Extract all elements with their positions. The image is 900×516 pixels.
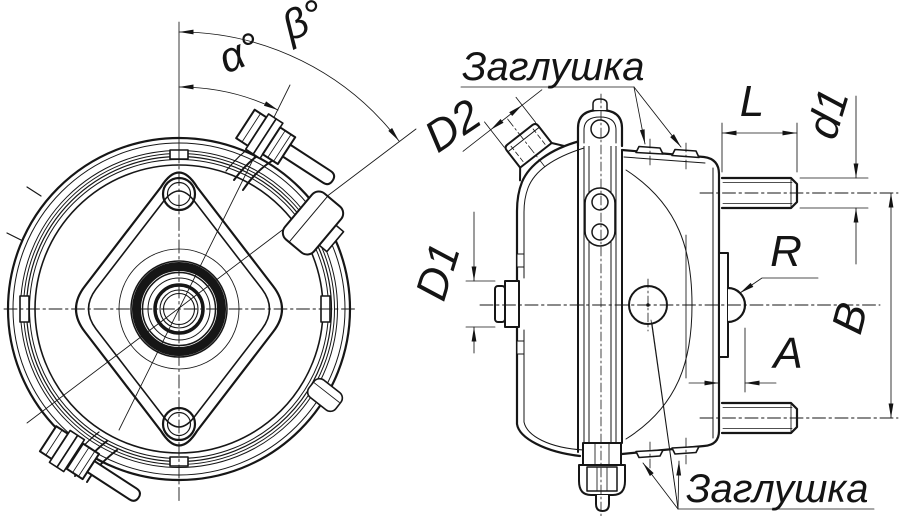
- plug-top-right: [671, 142, 700, 173]
- air-port-side: [462, 89, 566, 182]
- plug-top-label: Заглушка: [462, 45, 645, 89]
- R-label: R: [770, 227, 802, 276]
- front-view: [3, 21, 417, 503]
- callout-plug-top: Заглушка: [460, 45, 682, 148]
- pushrod-boss: [494, 280, 520, 328]
- mounting-flange: [74, 171, 284, 447]
- air-port-front: [281, 190, 345, 256]
- clamp-bolt-lower: [38, 425, 141, 502]
- beta-arc: [178, 29, 400, 142]
- rim-tick-marks: [6, 186, 42, 241]
- dimension-R: R: [739, 227, 819, 294]
- stud-bottom: [720, 401, 799, 435]
- L-label: L: [740, 77, 764, 126]
- plug-top-left: [635, 138, 664, 169]
- dimension-A: A: [688, 327, 803, 393]
- plug-bottom-label: Заглушка: [686, 467, 869, 511]
- drain-boss-front: [306, 377, 344, 413]
- A-label: A: [770, 329, 802, 378]
- plug-bottom-right: [671, 437, 700, 467]
- dimension-L: L: [721, 77, 798, 173]
- d2-dimension-line: [490, 104, 523, 131]
- clamp-band-side: [576, 93, 626, 516]
- side-view: [462, 89, 899, 516]
- cover-dome: [515, 139, 585, 458]
- plug-bottom-left: [635, 441, 664, 471]
- side-centerlines: [479, 192, 899, 419]
- callout-plug-bottom: Заглушка: [642, 319, 875, 511]
